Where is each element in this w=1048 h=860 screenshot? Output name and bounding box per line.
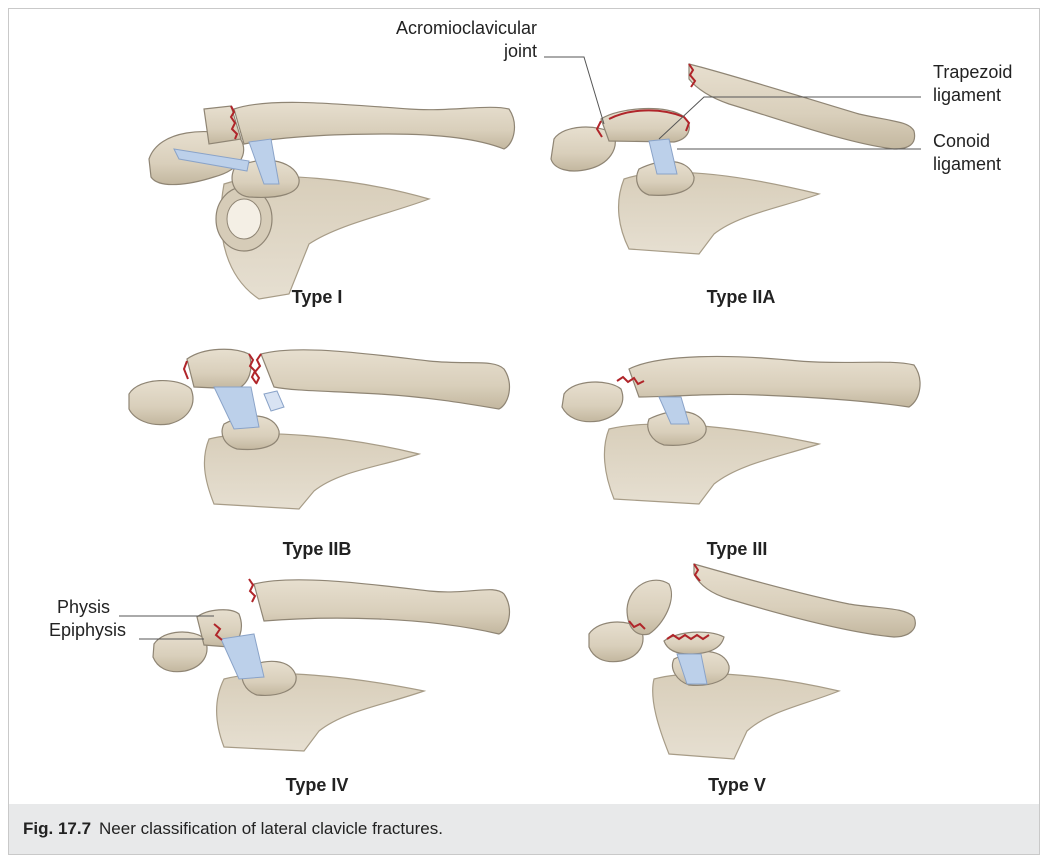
acromion: [129, 381, 193, 425]
callout-line: ligament: [933, 153, 1001, 176]
clavicle: [234, 102, 514, 149]
callout-trapezoid-ligament: Trapezoid ligament: [933, 61, 1012, 107]
callout-line: Conoid: [933, 130, 1001, 153]
medial-clavicle: [694, 564, 915, 637]
ligaments: [214, 387, 259, 429]
fracture-line-medial: [255, 354, 261, 384]
medial-clavicle: [261, 350, 509, 409]
type-v-illustration: [589, 564, 915, 759]
panel-label-type-iib: Type IIB: [217, 539, 417, 560]
callout-line: Acromioclavicular: [369, 17, 537, 40]
panel-label-type-v: Type V: [637, 775, 837, 796]
callout-line: joint: [369, 40, 537, 63]
panel-label-type-iv: Type IV: [217, 775, 417, 796]
callout-line: Trapezoid: [933, 61, 1012, 84]
scapula: [604, 424, 819, 504]
callout-conoid-ligament: Conoid ligament: [933, 130, 1001, 176]
figure-caption: Fig. 17.7 Neer classification of lateral …: [23, 819, 443, 839]
ligaments: [221, 634, 264, 679]
callout-physis: Physis: [57, 596, 110, 619]
type-iib-illustration: [129, 349, 509, 509]
callout-epiphysis: Epiphysis: [49, 619, 126, 642]
acromion: [551, 127, 615, 171]
acromion: [562, 382, 623, 422]
figure: Type I Type IIA Type IIB Type III Type I…: [8, 8, 1040, 855]
lateral-fragment: [187, 349, 251, 389]
type-iii-illustration: [562, 356, 920, 504]
panel-label-type-iia: Type IIA: [641, 287, 841, 308]
callout-line: ligament: [933, 84, 1012, 107]
panel-label-type-iii: Type III: [637, 539, 837, 560]
acromioclavicular-joint-leader: [544, 57, 604, 124]
illustration: [9, 9, 1041, 805]
caption-text: Neer classification of lateral clavicle …: [99, 819, 443, 838]
type-iv-illustration: [119, 579, 509, 751]
type-i-illustration: [149, 102, 514, 299]
scapula: [653, 674, 839, 759]
medial-clavicle: [689, 64, 915, 149]
figure-number: Fig. 17.7: [23, 819, 91, 838]
acromion: [153, 632, 207, 672]
caption-bar: Fig. 17.7 Neer classification of lateral …: [9, 804, 1039, 854]
ac-joint-line: [184, 361, 188, 379]
callout-acromioclavicular-joint: Acromioclavicular joint: [369, 17, 537, 63]
fracture-line: [249, 579, 255, 602]
panel-label-type-i: Type I: [217, 287, 417, 308]
torn-conoid: [264, 391, 284, 411]
type-iia-illustration: [544, 57, 921, 254]
medial-clavicle: [254, 580, 509, 634]
